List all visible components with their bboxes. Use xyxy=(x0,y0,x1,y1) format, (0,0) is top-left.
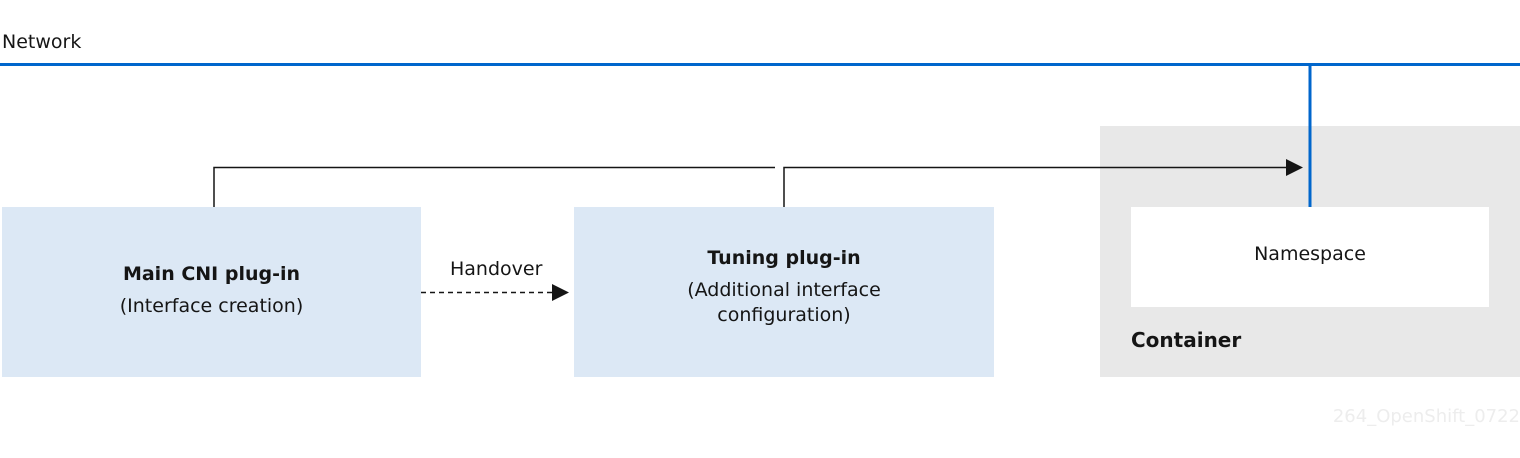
network-label: Network xyxy=(2,31,82,53)
tuning-plugin-box: Tuning plug-in (Additional interface con… xyxy=(574,207,994,377)
arrowhead-icon xyxy=(1286,159,1303,176)
tuning-plugin-connector xyxy=(783,166,1287,207)
tuning-plugin-subtitle-line1: (Additional interface xyxy=(687,279,881,301)
tuning-plugin-subtitle-line2: configuration) xyxy=(717,304,851,326)
main-plugin-connector xyxy=(213,166,775,207)
main-plugin-subtitle: (Interface creation) xyxy=(119,294,304,317)
tuning-plugin-title: Tuning plug-in xyxy=(707,247,861,269)
watermark: 264_OpenShift_0722 xyxy=(1332,406,1520,427)
handover-arrowhead-icon xyxy=(552,284,569,301)
container-label: Container xyxy=(1131,328,1242,352)
handover-label: Handover xyxy=(450,258,543,280)
main-cni-plugin-box: Main CNI plug-in (Interface creation) xyxy=(2,207,421,377)
namespace-label: Namespace xyxy=(1254,243,1366,265)
namespace-box: Namespace xyxy=(1131,207,1489,307)
main-plugin-title: Main CNI plug-in xyxy=(122,262,301,285)
